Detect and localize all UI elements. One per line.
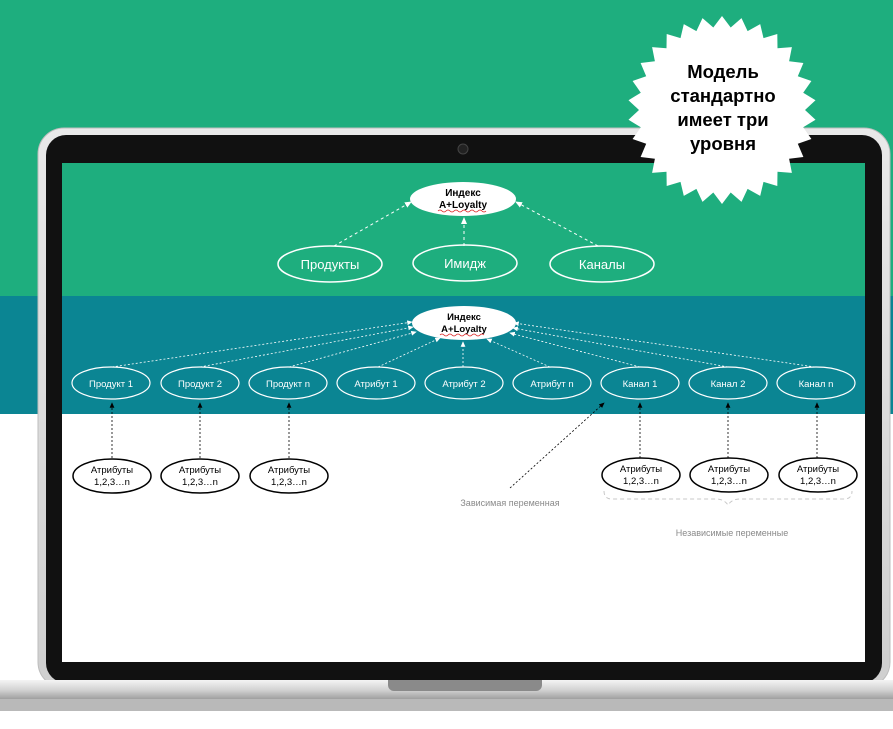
- level2-item-label: Продукт n: [266, 379, 310, 390]
- level2-index-node: Индекс A+Loyalty: [412, 306, 516, 340]
- svg-text:Атрибуты: Атрибуты: [91, 465, 133, 476]
- svg-text:Атрибуты: Атрибуты: [179, 465, 221, 476]
- level1-index-node: Индекс A+Loyalty: [410, 182, 516, 216]
- level1-item-label: Каналы: [579, 257, 625, 272]
- level3-attributes-product-2: Атрибуты 1,2,3…n: [160, 458, 240, 494]
- level2-item-channel-n: Канал n: [776, 366, 856, 400]
- level3-attributes-product-n: Атрибуты 1,2,3…n: [249, 458, 329, 494]
- svg-text:Атрибуты: Атрибуты: [268, 465, 310, 476]
- level2-item-product-1: Продукт 1: [71, 366, 151, 400]
- badge-line3: имеет три: [677, 109, 768, 130]
- independent-bracket: [603, 490, 853, 506]
- svg-text:1,2,3…n: 1,2,3…n: [271, 477, 307, 488]
- svg-text:1,2,3…n: 1,2,3…n: [182, 477, 218, 488]
- svg-text:Атрибуты: Атрибуты: [797, 464, 839, 475]
- level2-item-channel-1: Канал 1: [600, 366, 680, 400]
- level1-index-line2: A+Loyalty: [439, 200, 488, 211]
- level1-index-line1: Индекс: [445, 188, 481, 199]
- level2-index-line2: A+Loyalty: [441, 324, 487, 335]
- dependent-variable-label: Зависимая переменная: [460, 498, 559, 508]
- level2-item-label: Канал n: [799, 379, 834, 390]
- level2-item-channel-2: Канал 2: [688, 366, 768, 400]
- camera-icon: [457, 143, 469, 155]
- level3-attributes-channel-1: Атрибуты 1,2,3…n: [601, 457, 681, 493]
- level2-connectors: [111, 320, 816, 368]
- level3-attributes-channel-n: Атрибуты 1,2,3…n: [778, 457, 858, 493]
- level3-connectors: [109, 402, 820, 489]
- level1-connectors: [333, 201, 599, 247]
- svg-text:1,2,3…n: 1,2,3…n: [94, 477, 130, 488]
- level2-item-label: Продукт 1: [89, 379, 133, 390]
- level2-item-label: Атрибут 2: [442, 379, 485, 390]
- level2-item-attribute-2: Атрибут 2: [424, 366, 504, 400]
- level2-item-product-2: Продукт 2: [160, 366, 240, 400]
- level2-item-product-n: Продукт n: [248, 366, 328, 400]
- spellcheck-underline: [437, 209, 487, 213]
- independent-variables-label: Независимые переменные: [676, 528, 788, 538]
- svg-text:Атрибуты: Атрибуты: [620, 464, 662, 475]
- svg-text:1,2,3…n: 1,2,3…n: [623, 476, 659, 487]
- screen-level3-area: [62, 414, 865, 662]
- level1-item-products: Продукты: [277, 245, 383, 283]
- level2-index-line1: Индекс: [447, 312, 481, 323]
- level2-item-attribute-n: Атрибут n: [512, 366, 592, 400]
- badge-line4: уровня: [690, 133, 756, 154]
- badge-line2: стандартно: [670, 85, 775, 106]
- level3-attributes-channel-2: Атрибуты 1,2,3…n: [689, 457, 769, 493]
- level2-item-label: Канал 2: [711, 379, 746, 390]
- level1-item-channels: Каналы: [549, 245, 655, 283]
- spellcheck-underline: [439, 333, 485, 337]
- level2-item-label: Продукт 2: [178, 379, 222, 390]
- level2-item-label: Канал 1: [623, 379, 658, 390]
- svg-text:1,2,3…n: 1,2,3…n: [800, 476, 836, 487]
- svg-text:1,2,3…n: 1,2,3…n: [711, 476, 747, 487]
- svg-text:Атрибуты: Атрибуты: [708, 464, 750, 475]
- level2-item-label: Атрибут n: [530, 379, 573, 390]
- level2-item-label: Атрибут 1: [354, 379, 397, 390]
- level1-item-label: Имидж: [444, 256, 486, 271]
- three-levels-badge: Модель стандартно имеет три уровня: [628, 16, 816, 204]
- level1-item-label: Продукты: [301, 257, 360, 272]
- badge-line1: Модель: [687, 61, 759, 82]
- level2-item-attribute-1: Атрибут 1: [336, 366, 416, 400]
- level1-item-image: Имидж: [412, 244, 518, 282]
- laptop-notch: [388, 680, 542, 691]
- level3-attributes-product-1: Атрибуты 1,2,3…n: [72, 458, 152, 494]
